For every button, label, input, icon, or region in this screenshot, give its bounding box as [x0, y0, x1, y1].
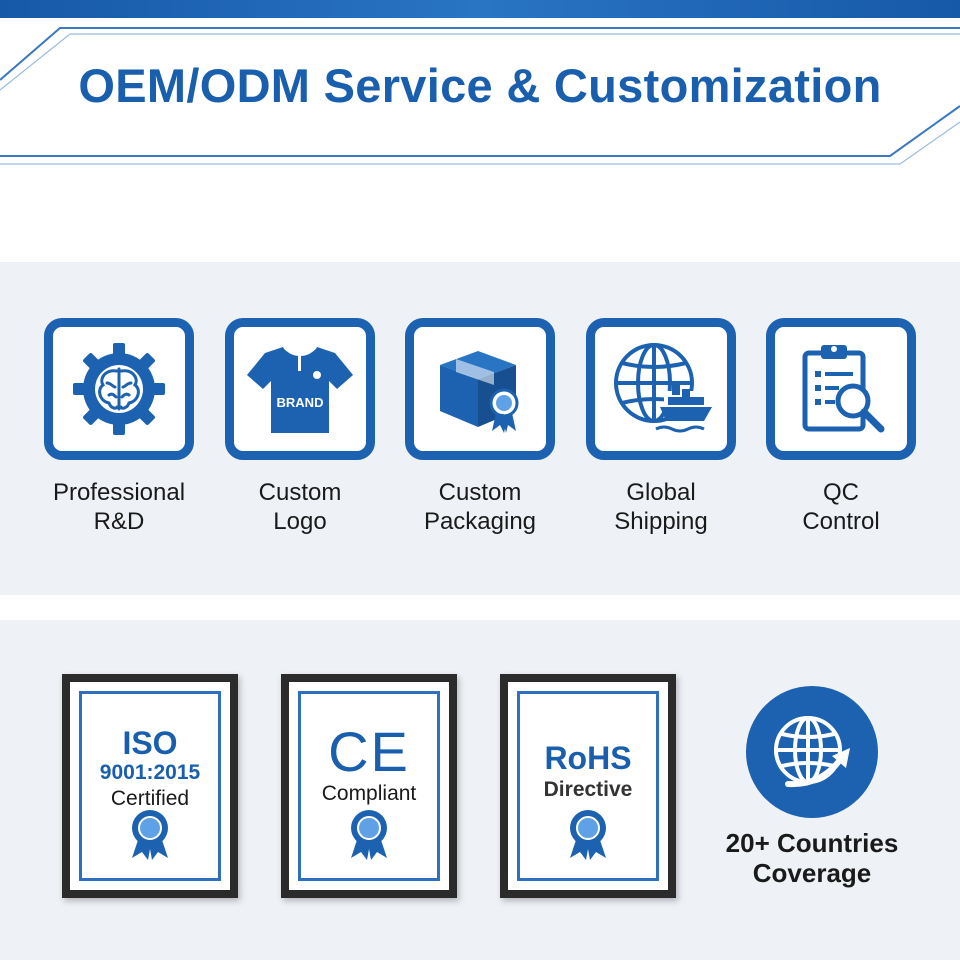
cert-number: 9001:2015	[99, 761, 201, 784]
cert-frame-inner: ISO 9001:2015 Certified	[79, 691, 221, 881]
service-label: QC Control	[802, 479, 880, 535]
cert-title: ISO	[122, 725, 178, 761]
brain-gear-icon	[73, 343, 165, 435]
service-label: Professional R&D	[52, 479, 186, 535]
globe-arrow-icon	[774, 716, 850, 788]
cert-subtitle: Compliant	[321, 782, 417, 805]
service-icon-box	[405, 318, 555, 460]
coverage-badge	[746, 686, 878, 818]
award-ribbon-icon	[570, 810, 606, 860]
coverage-label: 20+ Countries Coverage	[725, 828, 899, 888]
award-ribbon-icon	[351, 810, 387, 860]
service-professional-rd: Professional R&D	[34, 318, 204, 536]
cert-subtitle: Directive	[543, 778, 633, 801]
service-global-shipping: Global Shipping	[576, 318, 746, 536]
service-qc-control: QC Control	[756, 318, 926, 536]
page-title: OEM/ODM Service & Customization	[78, 59, 882, 112]
cert-frame-iso: ISO 9001:2015 Certified	[62, 674, 238, 898]
cert-frame-inner: CE Compliant	[298, 691, 440, 881]
banner-frame-lines	[0, 27, 960, 165]
award-ribbon-icon	[132, 810, 168, 860]
cert-title: CE	[328, 720, 410, 783]
service-label: Custom Packaging	[423, 479, 537, 535]
clipboard-magnifier-icon	[802, 345, 885, 433]
cert-frame-rohs: RoHS Directive	[500, 674, 676, 898]
service-custom-packaging: Custom Packaging	[395, 318, 565, 536]
service-icon-box: BRAND	[225, 318, 375, 460]
globe-ship-icon	[614, 343, 712, 433]
cert-title: RoHS	[544, 740, 632, 776]
service-custom-logo: BRAND Custom Logo	[215, 318, 385, 536]
brand-badge-text: BRAND	[277, 395, 324, 410]
top-accent-bar	[0, 0, 960, 18]
service-icon-box	[766, 318, 916, 460]
package-box-icon	[440, 351, 519, 433]
title-banner	[0, 18, 960, 170]
service-icon-box	[586, 318, 736, 460]
service-label: Custom Logo	[258, 479, 342, 535]
countries-coverage: 20+ Countries Coverage	[712, 686, 912, 888]
cert-frame-ce: CE Compliant	[281, 674, 457, 898]
cert-frame-inner: RoHS Directive	[517, 691, 659, 881]
brand-shirt-icon: BRAND	[247, 347, 353, 433]
cert-subtitle: Certified	[110, 787, 190, 810]
service-label: Global Shipping	[614, 479, 708, 535]
service-icon-box	[44, 318, 194, 460]
